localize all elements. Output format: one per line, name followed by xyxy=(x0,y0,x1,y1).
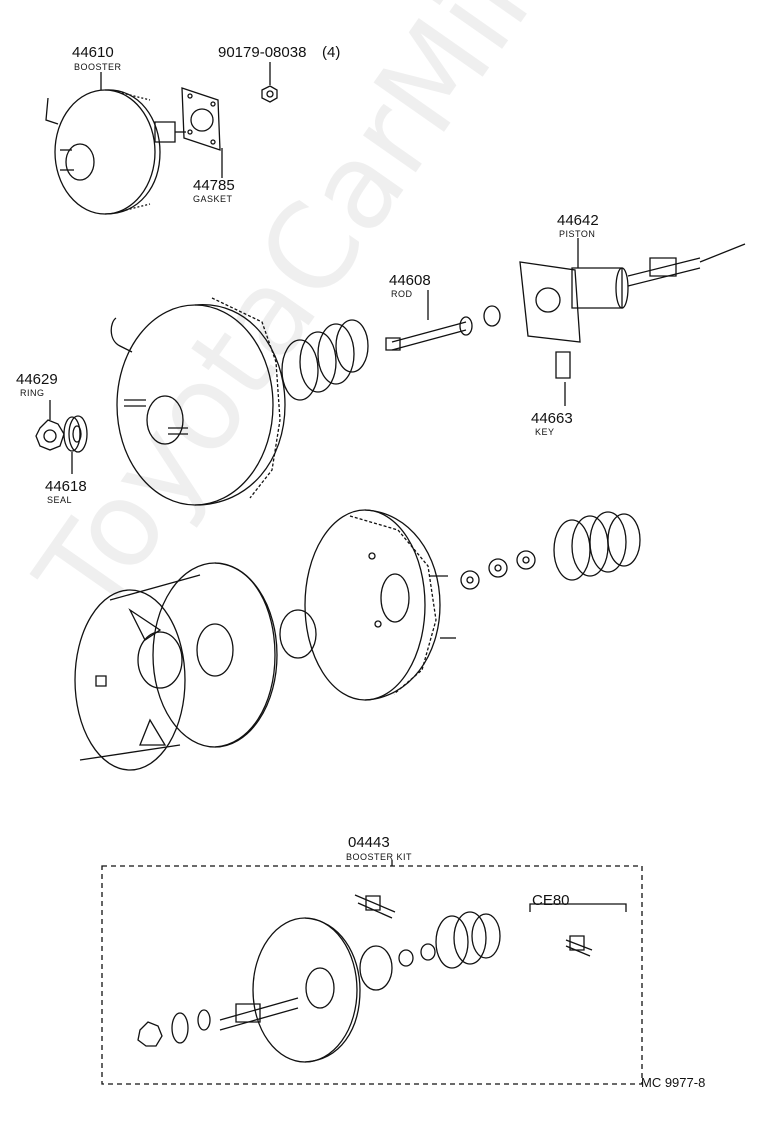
kit-sub-number: CE80 xyxy=(532,892,570,909)
key-part-name: KEY xyxy=(535,427,555,437)
housing-rear-drawing xyxy=(75,575,200,770)
key-part-number: 44663 xyxy=(531,410,573,427)
spring-drawing xyxy=(282,320,368,400)
seal-part-name: SEAL xyxy=(47,495,73,505)
booster-front-shell-drawing xyxy=(111,298,285,505)
nut-part-number: 90179-08038 xyxy=(218,44,307,61)
rod-part-name: ROD xyxy=(391,289,413,299)
booster-part-name: BOOSTER xyxy=(74,62,122,72)
piston-drawing xyxy=(520,244,745,378)
booster-kit-part-name: BOOSTER KIT xyxy=(346,852,413,862)
piston-part-name: PISTON xyxy=(559,229,596,239)
washers-drawing xyxy=(461,551,535,589)
rod-part-number: 44608 xyxy=(389,272,431,289)
booster-rear-shell-drawing xyxy=(305,510,456,700)
kit-parts-drawing xyxy=(138,895,592,1046)
booster-kit-part-number: 04443 xyxy=(348,834,390,851)
ring-part-name: RING xyxy=(20,388,45,398)
seal-part-number: 44618 xyxy=(45,478,87,495)
kit-sub-bracket xyxy=(530,904,626,912)
gasket-drawing xyxy=(182,88,220,150)
gasket-part-name: GASKET xyxy=(193,194,233,204)
diagram-code: MC 9977-8 xyxy=(641,1075,706,1090)
rod-drawing xyxy=(386,306,500,350)
ring-part-number: 44629 xyxy=(16,371,58,388)
seal-drawing xyxy=(64,416,87,452)
nut-drawing xyxy=(262,86,277,102)
ring-drawing xyxy=(36,420,64,450)
piston-part-number: 44642 xyxy=(557,212,599,229)
booster-part-number: 44610 xyxy=(72,44,114,61)
housing-middle-drawing xyxy=(153,563,316,747)
gasket-part-number: 44785 xyxy=(193,177,235,194)
diaphragm-drawing xyxy=(554,512,640,580)
kit-shell-drawing xyxy=(253,918,360,1062)
booster-kit-box xyxy=(102,866,642,1084)
booster-assembly-drawing xyxy=(46,90,186,214)
nut-quantity: (4) xyxy=(322,44,341,61)
